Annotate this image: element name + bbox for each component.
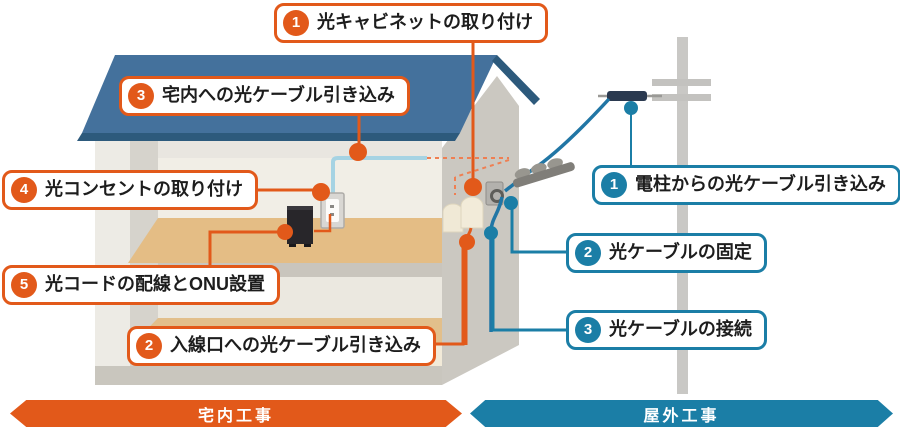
step-badge: 4 <box>11 177 37 203</box>
indoor-step-3: 3 宅内への光ケーブル引き込み <box>119 76 410 116</box>
step-label: 光コードの配線とONU設置 <box>45 274 265 295</box>
optical-cord <box>314 214 332 233</box>
step-badge: 2 <box>136 333 162 359</box>
utility-pole <box>652 37 711 394</box>
step-badge: 3 <box>128 83 154 109</box>
step-label: 光ケーブルの固定 <box>609 242 752 263</box>
outdoor-step-2: 2 光ケーブルの固定 <box>566 233 767 273</box>
optical-cabinet <box>442 196 484 233</box>
step-label: 光ケーブルの接続 <box>609 319 752 340</box>
step-label: 光キャビネットの取り付け <box>317 12 533 33</box>
outdoor-step-3: 3 光ケーブルの接続 <box>566 310 767 350</box>
aerial-cable <box>598 91 662 101</box>
outdoor-work-banner: 屋外工事 <box>470 400 893 427</box>
step-badge: 1 <box>601 172 627 198</box>
onu-device <box>287 206 313 247</box>
step-label: 入線口への光ケーブル引き込み <box>170 335 421 356</box>
outdoor-connector-lines <box>491 113 632 332</box>
hidden-cable-path <box>427 157 510 195</box>
indoor-fiber-cable <box>331 156 427 196</box>
step-label: 電柱からの光ケーブル引き込み <box>635 174 886 195</box>
indoor-work-banner: 宅内工事 <box>10 400 462 427</box>
indoor-step-4: 4 光コンセントの取り付け <box>2 170 258 210</box>
banner-label: 宅内工事 <box>197 407 274 425</box>
step-label: 宅内への光ケーブル引き込み <box>162 85 395 106</box>
indoor-step-2: 2 入線口への光ケーブル引き込み <box>127 326 436 366</box>
connector-dots <box>277 101 638 250</box>
wall-bracket <box>485 181 504 206</box>
step-label: 光コンセントの取り付け <box>45 179 243 200</box>
indoor-step-1: 1 光キャビネットの取り付け <box>274 3 548 43</box>
indoor-step-5: 5 光コードの配線とONU設置 <box>2 265 280 305</box>
step-badge: 2 <box>575 240 601 266</box>
cable-sleeve <box>512 158 575 188</box>
banner-label: 屋外工事 <box>643 407 720 425</box>
step-badge: 5 <box>11 272 37 298</box>
step-badge: 1 <box>283 10 309 36</box>
step-badge: 3 <box>575 317 601 343</box>
outdoor-step-1: 1 電柱からの光ケーブル引き込み <box>592 165 900 205</box>
house-side-wall <box>442 76 519 385</box>
